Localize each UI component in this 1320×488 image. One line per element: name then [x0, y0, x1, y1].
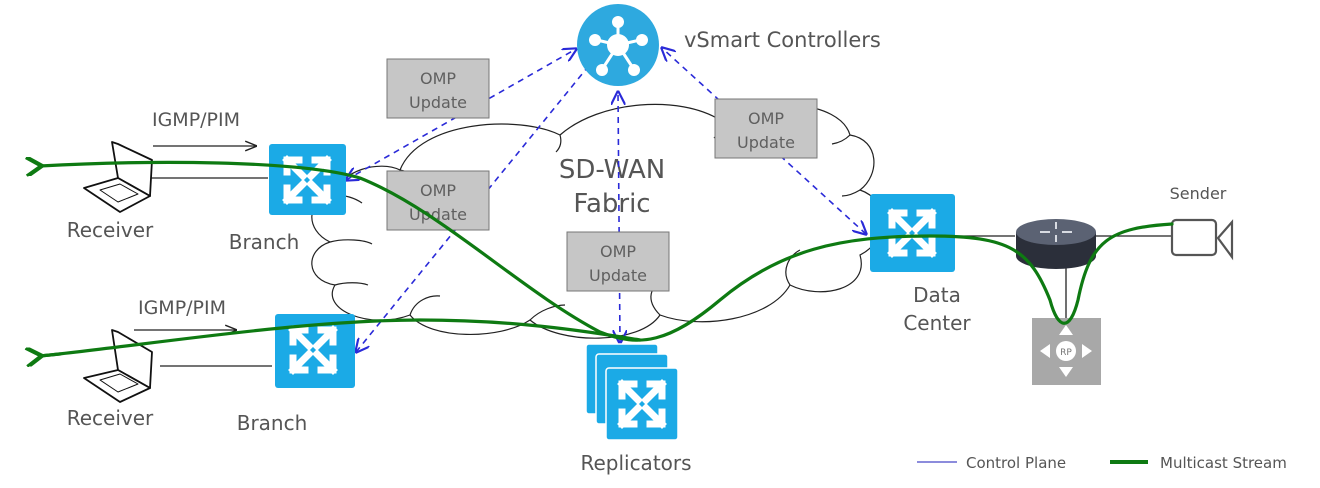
vsmart-controller-icon	[577, 4, 659, 86]
data-center-label-line2: Center	[903, 311, 971, 335]
physical-links	[150, 177, 1172, 367]
svg-text:Update: Update	[589, 266, 647, 285]
svg-text:OMP: OMP	[420, 69, 456, 88]
replicators-label: Replicators	[580, 451, 691, 475]
rendezvous-point-icon: RP	[1032, 318, 1101, 385]
branch-label-lower: Branch	[237, 411, 308, 435]
igmp-label-upper: IGMP/PIM	[152, 109, 240, 131]
router-icon	[1016, 219, 1096, 269]
receiver-laptop-icon-upper	[83, 141, 153, 213]
svg-text:Update: Update	[409, 205, 467, 224]
replicators-icon	[585, 343, 679, 441]
svg-text:Update: Update	[409, 93, 467, 112]
multicast-stream-paths	[40, 162, 1174, 356]
legend: Control Plane Multicast Stream	[917, 454, 1287, 472]
fabric-label-line2: Fabric	[573, 189, 650, 219]
omp-update-box: OMP Update	[714, 98, 818, 159]
data-center-switch-icon	[870, 194, 955, 272]
data-center-label-line1: Data	[913, 283, 961, 307]
receiver-label-upper: Receiver	[67, 218, 154, 242]
vsmart-controllers-label: vSmart Controllers	[684, 28, 881, 52]
legend-control-plane-label: Control Plane	[966, 454, 1066, 472]
omp-update-box: OMP Update	[386, 58, 490, 119]
svg-text:Update: Update	[737, 133, 795, 152]
omp-update-box: OMP Update	[566, 231, 670, 292]
rp-label: RP	[1060, 348, 1072, 358]
receiver-laptop-icon-lower	[83, 329, 153, 403]
branch-switch-icon-lower	[275, 314, 355, 388]
branch-label-upper: Branch	[229, 230, 300, 254]
sender-camera-icon	[1170, 218, 1234, 261]
svg-text:OMP: OMP	[600, 242, 636, 261]
svg-text:OMP: OMP	[748, 109, 784, 128]
svg-text:OMP: OMP	[420, 181, 456, 200]
sender-label: Sender	[1170, 184, 1227, 203]
receiver-label-lower: Receiver	[67, 406, 154, 430]
legend-multicast-label: Multicast Stream	[1160, 454, 1287, 472]
branch-switch-icon-upper	[269, 144, 346, 215]
fabric-label-line1: SD-WAN	[559, 155, 665, 185]
igmp-label-lower: IGMP/PIM	[138, 297, 226, 319]
